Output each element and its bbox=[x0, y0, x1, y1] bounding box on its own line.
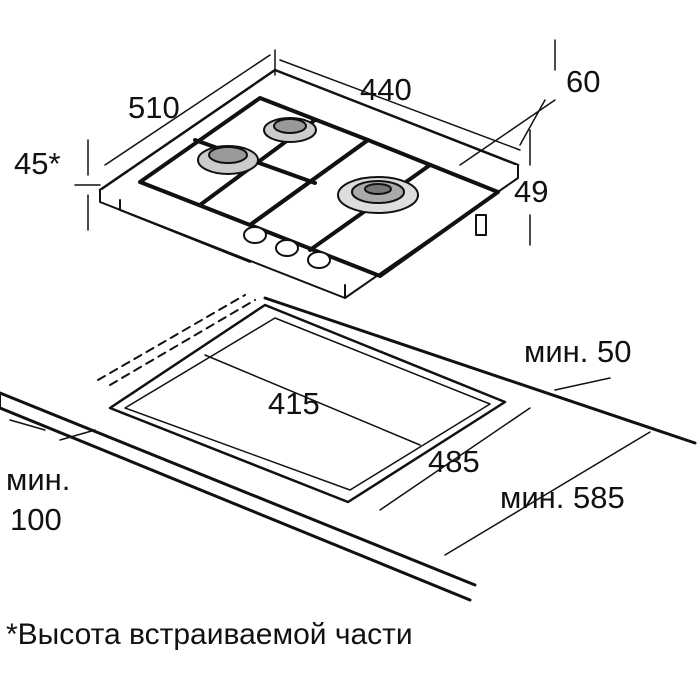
dimension-width-510: 510 bbox=[128, 90, 180, 125]
dimension-min-50: мин. 50 bbox=[524, 334, 632, 369]
dimension-cutout-415: 415 bbox=[268, 386, 320, 421]
dimension-min-100-value: 100 bbox=[10, 502, 62, 537]
dimension-height-49: 49 bbox=[514, 174, 549, 209]
dimension-min-100-label: мин. bbox=[6, 462, 71, 497]
footnote-caption: *Высота встраиваемой части bbox=[6, 618, 413, 651]
dimension-depth-440: 440 bbox=[360, 72, 412, 107]
cutout bbox=[108, 303, 507, 504]
hob bbox=[98, 68, 520, 299]
dimension-lines bbox=[9, 39, 651, 556]
dimension-cutout-485: 485 bbox=[428, 444, 480, 479]
countertop bbox=[0, 294, 697, 602]
dimension-offset-60: 60 bbox=[566, 64, 601, 99]
dimension-height-45: 45* bbox=[14, 146, 61, 181]
dimension-min-585: мин. 585 bbox=[500, 480, 625, 515]
